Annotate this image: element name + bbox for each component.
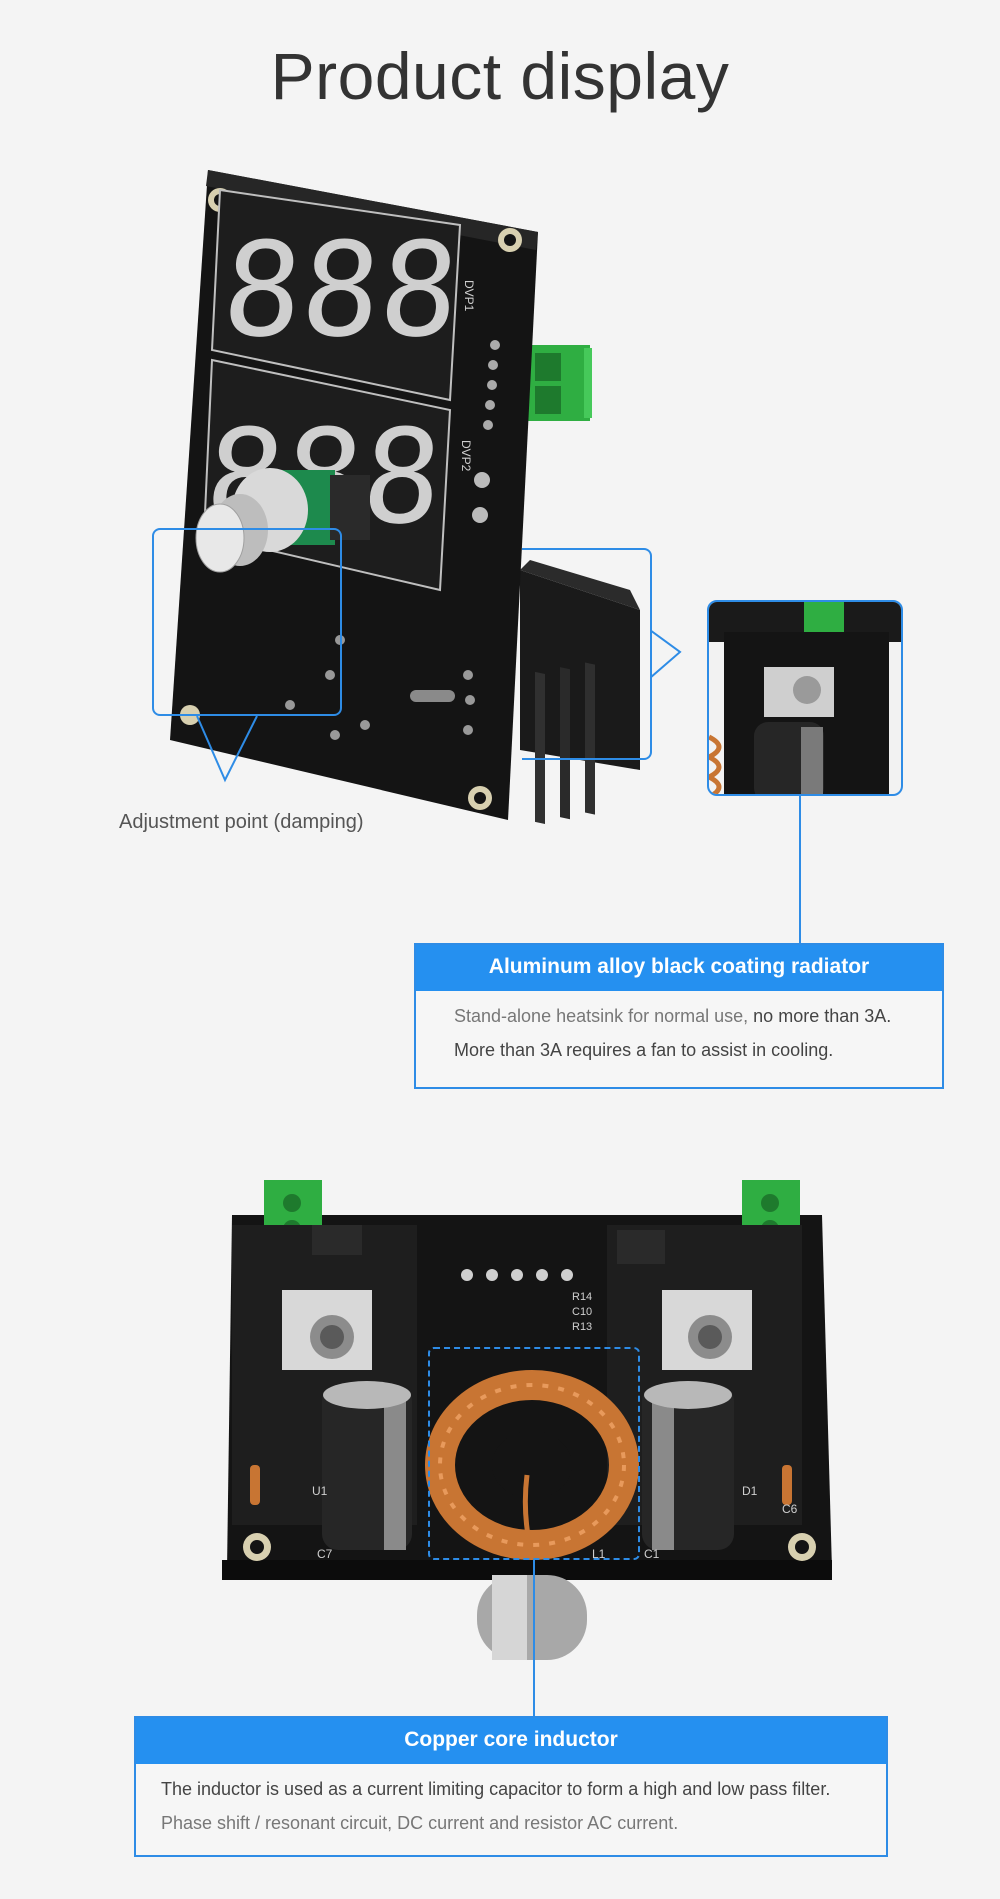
silk-c1: C1 [644,1547,660,1561]
silk-c6: C6 [782,1502,798,1516]
silk-r13: R13 [572,1321,592,1333]
heatsink-image [520,560,640,824]
led-display-top: 888 [210,188,464,402]
product-image-front: 888 888 DVP1 DVP2 [150,170,910,830]
svg-text:888: 888 [218,214,463,366]
silk-dvp2: DVP2 [459,440,473,472]
heatsink-left-image [232,1225,417,1550]
silk-c10: C10 [572,1306,592,1318]
inductor-highlight-frame [428,1347,640,1560]
copper-inductor-image [425,1370,639,1560]
silk-l1: L1 [592,1547,606,1561]
silk-u1: U1 [312,1484,328,1498]
silk-dvp1: DVP1 [462,280,476,312]
inductor-callout: Copper core inductor The inductor is use… [134,1716,888,1857]
terminal-block-image [528,345,592,421]
silk-r14: R14 [572,1291,592,1303]
inductor-text-line-1: The inductor is used as a current limiti… [161,1779,831,1799]
heatsink-callout-pointer [650,629,682,679]
radiator-text-line-2: More than 3A requires a fan to assist in… [454,1040,834,1060]
knob-callout-pointer [196,715,258,783]
inductor-connector-line [533,1560,535,1717]
radiator-connector-line [799,796,801,944]
inductor-callout-heading: Copper core inductor [136,1718,886,1764]
product-image-back: R14 C10 R13 U1 C7 C1 D1 C6 L1 [222,1175,832,1675]
radiator-callout-heading: Aluminum alloy black coating radiator [416,945,942,991]
inductor-text-line-2: Phase shift / resonant circuit, DC curre… [161,1813,679,1833]
radiator-text-1b: no more than 3A. [753,1006,892,1026]
radiator-text-line-1: Stand-alone heatsink for normal use, no … [454,999,906,1033]
knob-highlight-frame [152,528,342,716]
knob-bottom-image [477,1575,587,1660]
heatsink-zoom-image [707,600,903,796]
adjustment-knob-image [195,468,370,573]
page-title: Product display [270,39,730,113]
heatsink-highlight-frame [522,548,652,760]
silk-c7: C7 [317,1547,333,1561]
damping-label: Adjustment point (damping) [119,811,364,833]
radiator-callout: Aluminum alloy black coating radiator St… [414,943,944,1089]
silk-d1: D1 [742,1484,758,1498]
radiator-text-1a: Stand-alone heatsink for normal use, [454,1006,754,1026]
